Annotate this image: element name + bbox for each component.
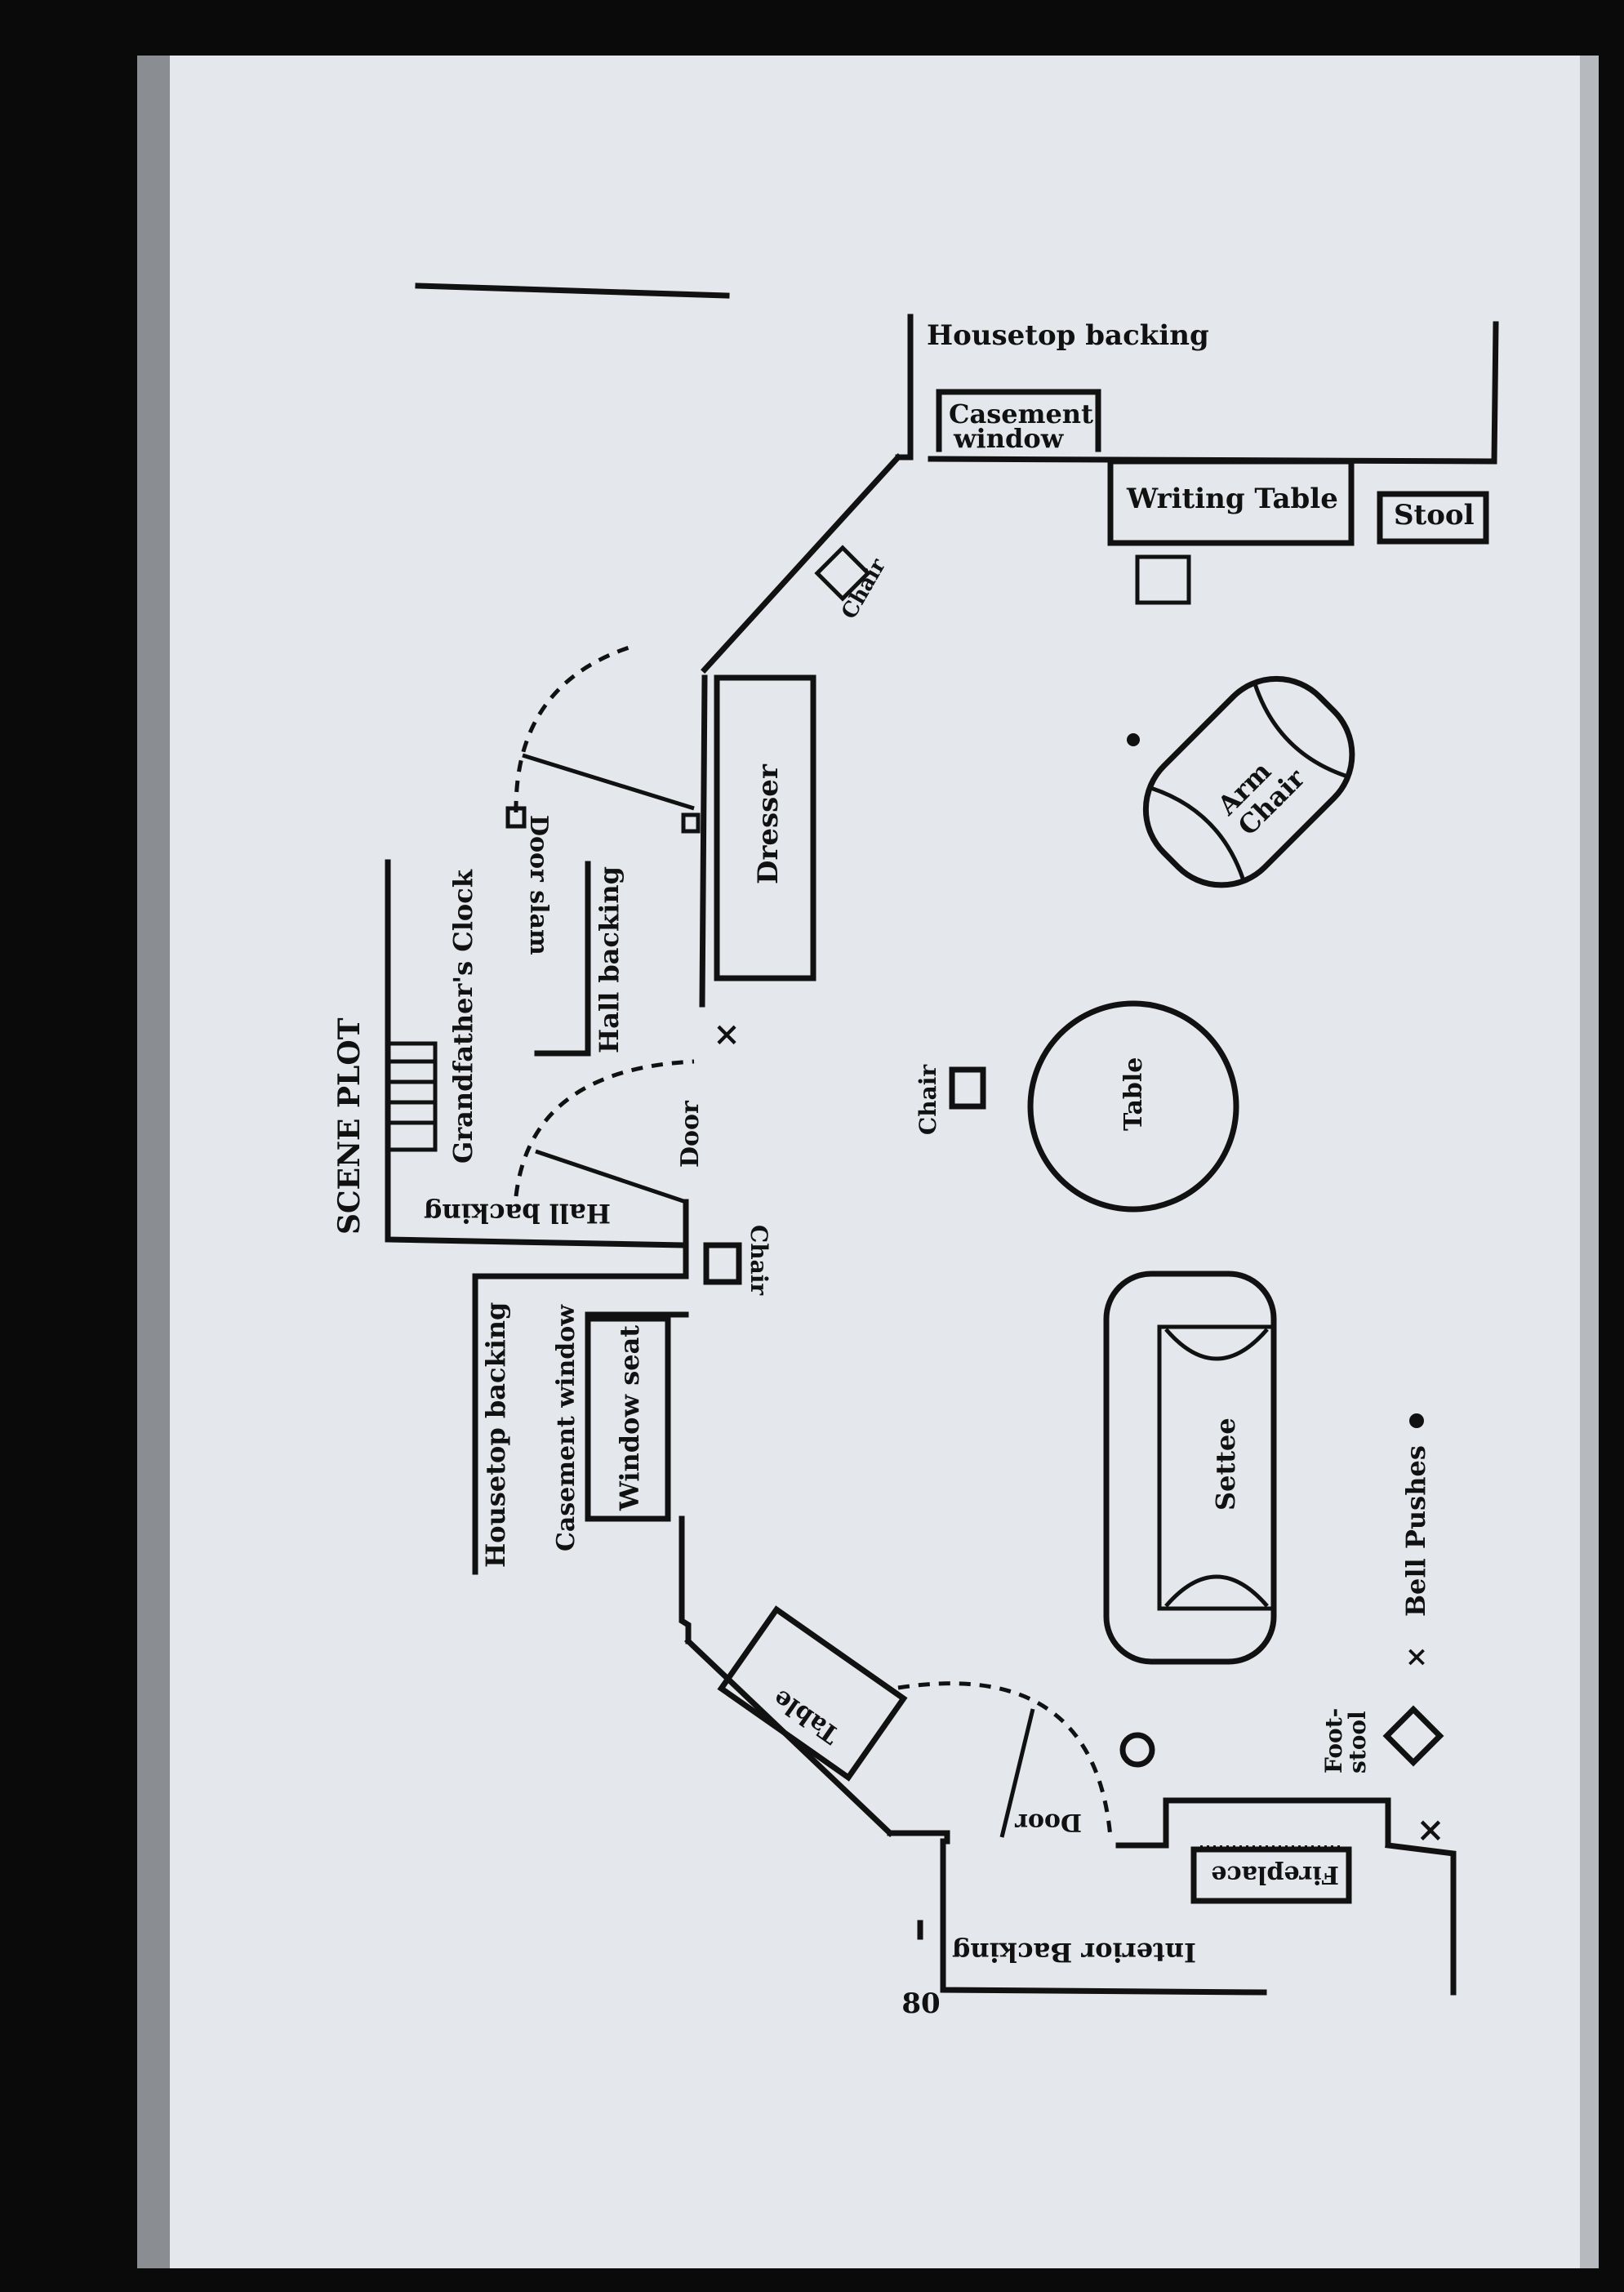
label-bell-pushes: Bell Pushes [1400, 1445, 1431, 1617]
back-wall [895, 314, 914, 461]
bottom-door-swing [897, 1681, 1113, 1838]
interior-backing-wall [887, 1830, 1267, 1996]
label-door-bottom: Door [1014, 1808, 1082, 1836]
housetop-backing-left-shape [472, 1273, 689, 1575]
small-circle [1119, 1732, 1155, 1768]
center-door-swing [514, 1059, 695, 1197]
label-housetop-backing-top: Housetop backing [927, 319, 1209, 352]
label-casement-window-left: Casement window [552, 1304, 581, 1551]
casement-window-top-shape [936, 389, 1101, 452]
cross-mark-center: × [713, 1015, 741, 1053]
lower-left-wall [679, 1515, 692, 1644]
settee-arm-bottom [1164, 1574, 1269, 1608]
stool-shape [1377, 491, 1489, 545]
label-dresser: Dresser [752, 763, 785, 884]
door-slam-marker-1 [505, 806, 527, 829]
label-fireplace: Fireplace [1211, 1860, 1339, 1889]
writing-chair-shape [1135, 554, 1191, 605]
page-binding-edge [137, 56, 170, 2268]
cross-mark-fireplace: × [1416, 1809, 1444, 1849]
label-writing-table: Writing Table [1126, 483, 1338, 515]
round-table-shape [1027, 1000, 1239, 1213]
dresser-shape [714, 674, 816, 981]
writing-table-shape [1107, 458, 1355, 546]
door-slam-swing [514, 643, 638, 813]
label-settee: Settee [1210, 1417, 1241, 1511]
top-rule [415, 283, 730, 299]
label-chair-center: Chair [914, 1064, 941, 1135]
hall-left-wall [385, 859, 689, 1248]
label-table-round: Table [1119, 1057, 1148, 1131]
door-slam-flap [522, 753, 695, 811]
footstool-shape [1382, 1705, 1444, 1767]
label-window-seat: Window seat [614, 1325, 645, 1511]
dresser-wall [699, 674, 708, 1008]
right-wall-lower [1385, 1842, 1457, 1996]
fireplace-shape [1190, 1846, 1352, 1904]
settee-arm-top [1164, 1328, 1269, 1361]
chair-top-shape [814, 545, 871, 602]
label-chair-window: Chair [745, 1225, 772, 1296]
label-casement-window-top-2: window [953, 423, 1065, 454]
chair-window-shape [703, 1242, 742, 1285]
grandfathers-clock-shape [385, 1041, 438, 1152]
label-housetop-backing-left: Housetop backing [480, 1302, 511, 1568]
hall-backing-upper-shape [534, 861, 591, 1057]
angled-table-shape [717, 1605, 908, 1782]
page-paper [137, 56, 1599, 2268]
scene-plot-title: SCENE PLOT [332, 1017, 367, 1235]
fireplace-hearth [1163, 1797, 1391, 1847]
legend-cross: × [1405, 1640, 1429, 1673]
label-footstool-1: Foot- [1320, 1708, 1347, 1774]
label-door-center: Door [676, 1100, 705, 1168]
page-right-edge [1580, 56, 1599, 2268]
bottom-door-flap [999, 1708, 1035, 1838]
label-hall-backing-upper: Hall backing [594, 866, 625, 1053]
label-casement-window-top-1: Casement [949, 398, 1093, 429]
bell-push-upper [1127, 733, 1140, 746]
arm-chair-shape [1142, 675, 1355, 888]
label-hall-backing-lower: Hall backing [424, 1198, 611, 1229]
upper-left-angled-wall [701, 453, 902, 674]
window-seat-shape [585, 1315, 671, 1522]
page-number: 80 [901, 1987, 940, 2020]
label-interior-backing: Interior Backing [952, 1937, 1196, 1968]
bell-push-legend-dot [1409, 1413, 1424, 1428]
label-stool: Stool [1394, 499, 1475, 532]
door-slam-marker-2 [681, 812, 701, 834]
settee-inner [1157, 1324, 1276, 1611]
label-door-slam: Door slam [524, 815, 553, 955]
chair-center-shape [949, 1066, 986, 1110]
label-grandfathers-clock: Grandfather's Clock [447, 869, 478, 1164]
label-footstool-2: stool [1344, 1711, 1371, 1774]
center-door-flap [535, 1149, 687, 1204]
